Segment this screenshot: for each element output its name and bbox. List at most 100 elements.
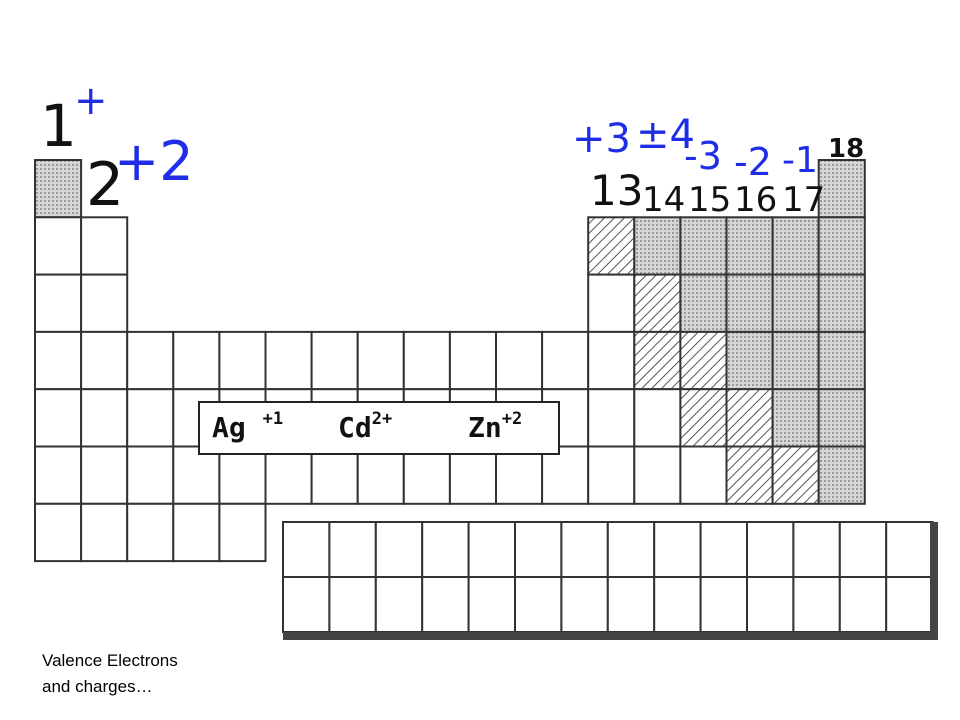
element-cell [448,330,497,391]
slide-caption: Valence Electrons and charges… [42,648,178,700]
element-cell [725,273,774,333]
f-block-cell [746,521,795,578]
element-cell [34,330,83,391]
f-block-cell [792,521,841,578]
element-cell [817,445,866,505]
fblock-shadow-right [930,522,938,640]
silver-charge: +1 [262,409,284,429]
element-cell [218,445,267,505]
element-cell [587,330,636,391]
element-cell [126,330,175,391]
element-cell [587,445,636,505]
element-cell [679,216,728,276]
element-cell [80,273,129,333]
f-block-cell [467,576,517,633]
f-block-cell [328,521,377,578]
element-cell [587,273,636,333]
element-cell [218,330,267,391]
element-cell [679,273,728,333]
element-cell [448,445,497,505]
group-1-charge: + [74,78,108,124]
group-13-charge: +3 [572,116,631,162]
element-cell [587,388,636,448]
f-block-cell [514,521,563,578]
element-cell [126,502,175,563]
transition-metal-ions-box: Ag +1 Cd2+ Zn+2 [198,401,560,455]
element-cell [126,445,175,505]
element-cell [817,159,866,219]
element-cell [80,330,129,391]
f-block-cell [421,521,470,578]
element-cell [80,216,129,276]
element-cell [817,273,866,333]
element-cell [172,502,221,563]
element-cell [817,216,866,276]
element-cell [817,388,866,448]
zinc-charge: +2 [501,409,523,429]
element-cell [771,445,820,505]
group-18-label: 18 [828,134,865,164]
cadmium-ion: Cd2+ [338,409,393,444]
element-cell [771,330,820,391]
f-block-cell [792,576,841,633]
f-block-cell [282,576,331,633]
f-block-cell [606,576,656,633]
element-cell [495,445,544,505]
element-cell [264,330,313,391]
element-cell [679,330,728,391]
element-cell [310,445,359,505]
f-block-cell [838,521,888,578]
f-block-cell [746,576,795,633]
group-17-label: 17 [782,180,826,220]
element-cell [633,445,682,505]
group-16-label: 16 [734,180,778,220]
f-block-cell [606,521,656,578]
f-block-cell [467,521,517,578]
element-cell [725,445,774,505]
element-cell [126,388,175,448]
element-cell [264,445,313,505]
f-block-cell [885,521,934,578]
group-15-label: 15 [688,180,732,220]
group-14-label: 14 [642,180,686,220]
f-block-cell [421,576,470,633]
element-cell [679,388,728,448]
element-cell [587,216,636,276]
element-cell [541,330,590,391]
f-block-cell [699,521,748,578]
caption-line-2: and charges… [42,677,153,696]
element-cell [725,330,774,391]
element-cell [817,330,866,391]
element-cell [34,388,83,448]
cadmium-charge: 2+ [371,409,393,429]
element-cell [633,388,682,448]
element-cell [679,445,728,505]
f-block-cell [885,576,934,633]
element-cell [771,273,820,333]
element-cell [495,330,544,391]
group-16-charge: -2 [734,140,772,184]
element-cell [34,445,83,505]
element-cell [34,159,83,219]
element-cell [80,388,129,448]
group-2-label: 2 [86,150,125,220]
element-cell [402,445,451,505]
zinc-ion: Zn+2 [468,409,523,444]
element-cell [633,216,682,276]
element-cell [356,445,405,505]
element-cell [725,388,774,448]
element-cell [633,273,682,333]
element-cell [633,330,682,391]
element-cell [80,445,129,505]
caption-line-1: Valence Electrons [42,651,178,670]
f-block-cell [328,576,377,633]
f-block-cell [514,576,563,633]
element-cell [34,216,83,276]
f-block-cell [653,576,702,633]
element-cell [402,330,451,391]
f-block-cell [374,576,424,633]
element-cell [725,216,774,276]
group-15-charge: -3 [684,134,722,178]
element-cell [34,273,83,333]
